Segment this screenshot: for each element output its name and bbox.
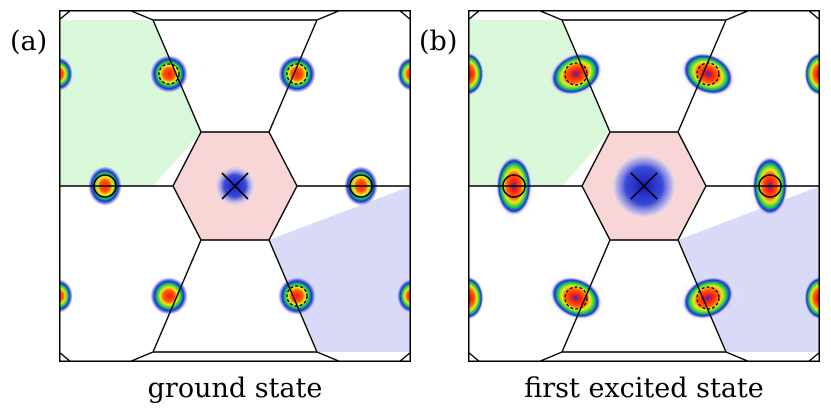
density-blob xyxy=(150,55,188,93)
density-blob xyxy=(682,52,734,96)
density-blob xyxy=(397,279,411,313)
panel-a-caption: ground state xyxy=(147,373,323,404)
blue-cell xyxy=(678,186,820,352)
green-cell xyxy=(468,20,610,186)
panel-b-first-excited-state xyxy=(468,10,820,362)
lattice-lines xyxy=(468,10,820,362)
density-blob xyxy=(682,276,734,320)
density-blob xyxy=(59,279,73,313)
plot-frame xyxy=(59,10,411,362)
density-blob xyxy=(150,277,188,315)
density-blob xyxy=(550,276,602,320)
density-blob xyxy=(59,57,73,91)
center-cross-marker xyxy=(221,172,249,200)
site-markers xyxy=(502,62,782,310)
density-blob xyxy=(550,52,602,96)
excited-state-plot xyxy=(468,10,820,362)
ground-state-plot xyxy=(59,10,411,362)
center-cross-marker xyxy=(630,172,658,200)
density-blob xyxy=(804,52,820,96)
density-blob xyxy=(468,276,484,320)
density-blob xyxy=(397,57,411,91)
plot-frame xyxy=(468,10,820,362)
panel-b-label: (b) xyxy=(419,26,458,57)
site-markers xyxy=(93,63,373,307)
panel-a-label: (a) xyxy=(10,26,48,57)
density-blob xyxy=(468,52,484,96)
blue-cell xyxy=(269,186,411,352)
panel-a-ground-state xyxy=(59,10,411,362)
density-blob xyxy=(804,276,820,320)
density-blob xyxy=(278,55,316,93)
lattice-lines xyxy=(59,10,411,362)
density-blob xyxy=(278,277,316,315)
panel-b-caption: first excited state xyxy=(524,373,764,404)
green-cell xyxy=(59,20,201,186)
